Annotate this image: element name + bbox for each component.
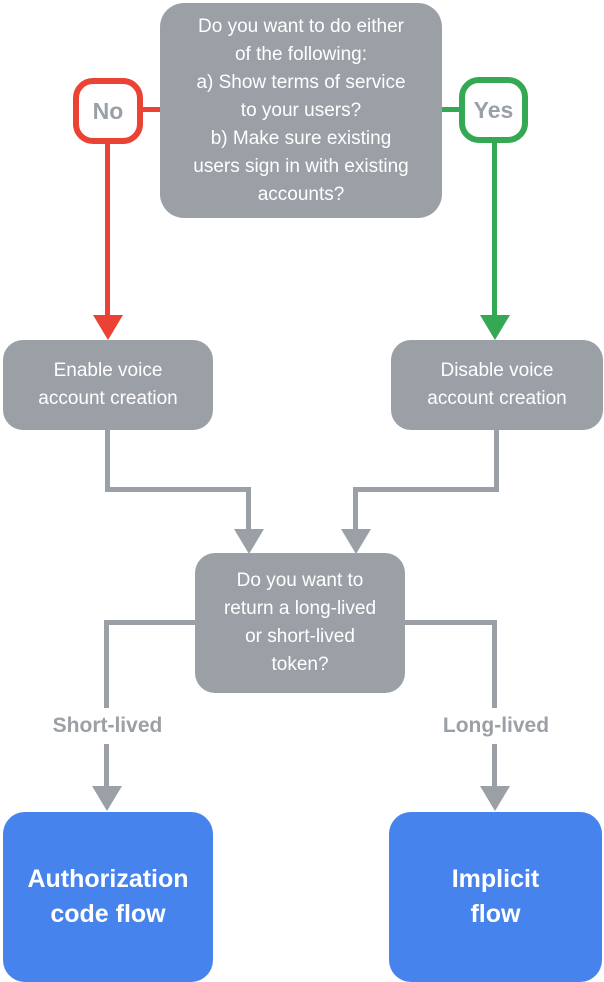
implicit-flow-node: Implicit flow [389, 812, 602, 982]
terms-question-node: Do you want to do either of the followin… [160, 3, 442, 218]
short-lived-label: Short-lived [23, 708, 192, 744]
short-lived-arrowhead-icon [92, 786, 122, 811]
no-branch-horizontal-line [143, 107, 160, 112]
enable-merge-horizontal-line [105, 487, 251, 492]
authorization-code-flow-node: Authorization code flow [3, 812, 213, 982]
yes-branch-arrowhead-icon [480, 315, 510, 340]
no-badge: No [73, 78, 143, 144]
long-lived-arrowhead-icon [480, 786, 510, 811]
enable-voice-node: Enable voice account creation [3, 340, 213, 430]
disable-merge-arrowhead-icon [341, 529, 371, 554]
token-question-node: Do you want to return a long-lived or sh… [195, 553, 405, 693]
enable-merge-arrowhead-icon [234, 529, 264, 554]
disable-merge-vertical-line [494, 430, 499, 490]
disable-voice-node: Disable voice account creation [391, 340, 603, 430]
short-lived-horizontal-line [104, 620, 195, 625]
enable-merge-vertical-line [105, 430, 110, 490]
long-lived-label: Long-lived [410, 708, 582, 744]
yes-badge: Yes [459, 77, 528, 143]
long-lived-horizontal-line [405, 620, 497, 625]
disable-merge-horizontal-line [353, 487, 499, 492]
yes-branch-horizontal-line [442, 107, 460, 112]
no-branch-arrowhead-icon [93, 315, 123, 340]
yes-branch-vertical-line [492, 143, 497, 316]
enable-merge-drop-line [246, 487, 251, 530]
short-lived-vertical-line [104, 620, 109, 787]
disable-merge-drop-line [353, 487, 358, 530]
long-lived-vertical-line [492, 620, 497, 787]
no-branch-vertical-line [105, 144, 110, 316]
